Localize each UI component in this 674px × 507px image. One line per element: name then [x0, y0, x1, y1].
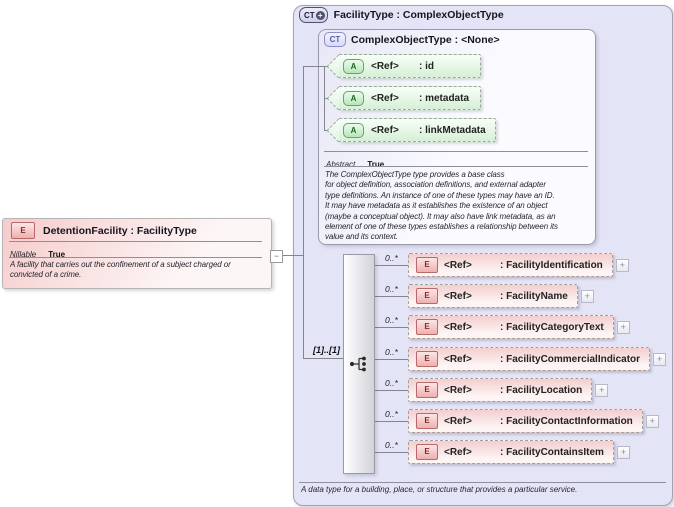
separator [9, 257, 262, 258]
separator [9, 241, 262, 242]
separator [299, 482, 666, 483]
connector-line [281, 255, 304, 256]
detention-facility-header: E DetentionFacility : FacilityType [11, 222, 197, 239]
element-badge: E [416, 382, 438, 398]
element-ref: <Ref> [444, 290, 472, 302]
element-box[interactable]: E <Ref> : FacilityCategoryText [408, 315, 614, 339]
element-box[interactable]: E <Ref> : FacilityContainsItem [408, 440, 614, 464]
connector-line [303, 358, 343, 359]
expand-icon[interactable]: + [615, 258, 629, 272]
connector-line [373, 421, 408, 422]
attribute-name: : metadata [419, 92, 470, 104]
facility-type-footer-description: A data type for a building, place, or st… [301, 485, 578, 494]
nillable-label: Nillable [10, 250, 37, 259]
connector-line [373, 390, 408, 391]
element-ref: <Ref> [444, 415, 472, 427]
attribute-ref: <Ref> [371, 124, 399, 136]
attribute-ref: <Ref> [371, 92, 399, 104]
expand-icon[interactable]: + [595, 383, 609, 397]
multiplicity-label: 0..* [385, 347, 398, 357]
element-badge: E [416, 413, 438, 429]
attribute-badge: A [343, 90, 364, 106]
element-box[interactable]: E <Ref> : FacilityContactInformation [408, 409, 643, 433]
multiplicity-label: 0..* [385, 409, 398, 419]
attribute-ref: <Ref> [371, 60, 399, 72]
complex-object-type-header: CT ComplexObjectType : <None> [324, 32, 500, 47]
element-name: : FacilityContactInformation [500, 415, 633, 427]
facility-type-title: FacilityType : ComplexObjectType [333, 9, 504, 21]
element-ref: <Ref> [444, 384, 472, 396]
facility-type-header: CT+ FacilityType : ComplexObjectType [299, 7, 504, 23]
plus-circle-icon: + [315, 10, 325, 20]
element-row-facility-location: E <Ref> : FacilityLocation + [408, 378, 609, 402]
source-multiplicity-label: [1]..[1] [313, 345, 340, 355]
element-ref: <Ref> [444, 446, 472, 458]
element-badge: E [11, 222, 35, 239]
complex-type-plus-badge: CT+ [299, 7, 328, 23]
abstract-label: Abstract [326, 160, 356, 169]
connector-line [303, 66, 332, 67]
element-badge: E [416, 351, 438, 367]
element-name: : FacilityName [500, 290, 568, 302]
expand-icon[interactable]: + [645, 414, 659, 428]
attribute-badge: A [343, 122, 364, 138]
nillable-row: Nillable True [10, 244, 65, 262]
element-badge: E [416, 319, 438, 335]
detention-facility-description: A facility that carries out the confinem… [10, 260, 231, 280]
connector-line [373, 265, 408, 266]
attribute-badge: A [343, 58, 364, 74]
sequence-compositor-bar[interactable] [343, 254, 375, 474]
element-name: : FacilityCategoryText [500, 321, 604, 333]
element-ref: <Ref> [444, 259, 472, 271]
separator [324, 151, 588, 152]
element-name: : FacilityLocation [500, 384, 583, 396]
nillable-value: True [48, 250, 66, 259]
expand-icon[interactable]: + [580, 289, 594, 303]
element-row-facility-commercial-indicator: E <Ref> : FacilityCommercialIndicator + [408, 347, 667, 371]
connector-line [373, 452, 408, 453]
multiplicity-label: 0..* [385, 284, 398, 294]
element-name: : FacilityContainsItem [500, 446, 604, 458]
complex-object-type-description: The ComplexObjectType type provides a ba… [325, 170, 558, 242]
multiplicity-label: 0..* [385, 378, 398, 388]
attribute-name: : linkMetadata [419, 124, 486, 136]
element-name: : FacilityIdentification [500, 259, 603, 271]
multiplicity-label: 0..* [385, 440, 398, 450]
multiplicity-label: 0..* [385, 315, 398, 325]
detention-facility-title: DetentionFacility : FacilityType [43, 224, 197, 237]
element-badge: E [416, 257, 438, 273]
complex-object-type-title: ComplexObjectType : <None> [351, 33, 500, 46]
element-ref: <Ref> [444, 321, 472, 333]
element-row-facility-identification: E <Ref> : FacilityIdentification + [408, 253, 629, 277]
connector-line [373, 359, 408, 360]
element-box[interactable]: E <Ref> : FacilityLocation [408, 378, 593, 402]
expand-icon[interactable]: + [653, 352, 667, 366]
element-box[interactable]: E <Ref> : FacilityIdentification [408, 253, 613, 277]
element-row-facility-category-text: E <Ref> : FacilityCategoryText + [408, 315, 630, 339]
collapse-icon[interactable]: − [270, 250, 283, 263]
multiplicity-label: 0..* [385, 253, 398, 263]
expand-icon[interactable]: + [616, 445, 630, 459]
connector-line [373, 327, 408, 328]
element-name: : FacilityCommercialIndicator [500, 353, 641, 365]
element-box[interactable]: E <Ref> : FacilityCommercialIndicator [408, 347, 651, 371]
attribute-name: : id [419, 60, 434, 72]
element-row-facility-contact-information: E <Ref> : FacilityContactInformation + [408, 409, 659, 433]
complex-type-badge-label: CT [304, 10, 315, 20]
element-row-facility-contains-item: E <Ref> : FacilityContainsItem + [408, 440, 630, 464]
element-box[interactable]: E <Ref> : FacilityName [408, 284, 578, 308]
connector-line [303, 66, 304, 359]
detention-facility-box[interactable]: E DetentionFacility : FacilityType Nilla… [2, 218, 272, 289]
abstract-value: True [367, 160, 385, 169]
element-ref: <Ref> [444, 353, 472, 365]
element-badge: E [416, 444, 438, 460]
complex-type-badge: CT [324, 32, 346, 47]
expand-icon[interactable]: + [616, 320, 630, 334]
sequence-icon [349, 356, 366, 372]
separator [324, 166, 588, 167]
connector-line [373, 296, 408, 297]
element-row-facility-name: E <Ref> : FacilityName + [408, 284, 594, 308]
element-badge: E [416, 288, 438, 304]
abstract-row: Abstract True [326, 154, 384, 172]
